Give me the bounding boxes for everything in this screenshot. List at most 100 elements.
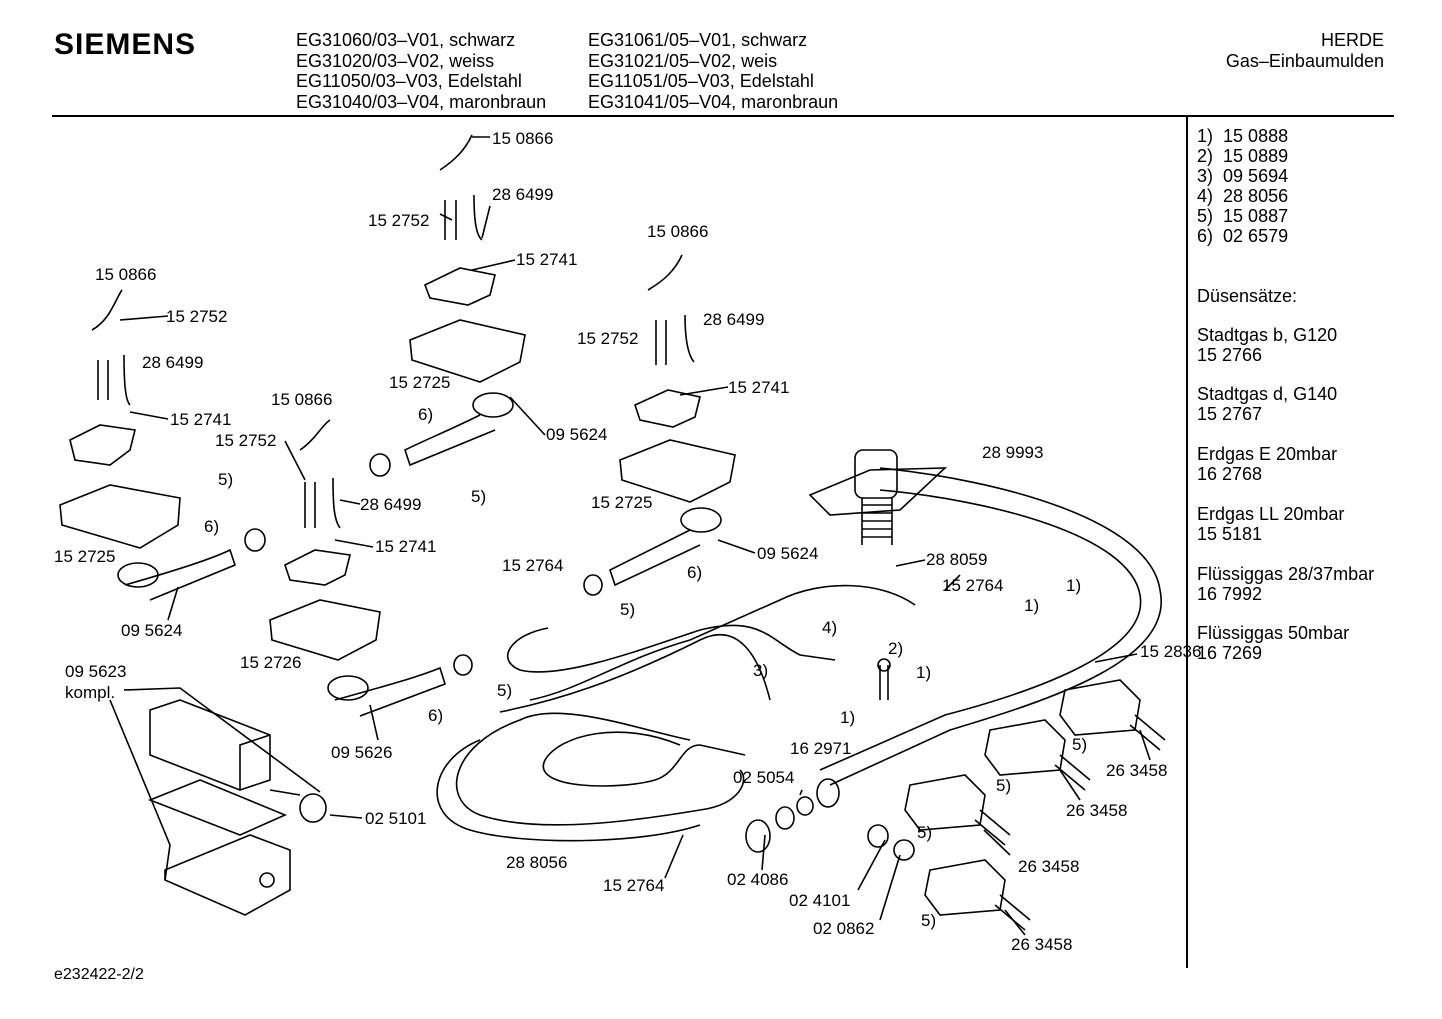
- footnote-part: 28 8056: [1223, 186, 1289, 206]
- callout-label: kompl.: [65, 683, 116, 702]
- callout-label: 15 2741: [375, 537, 437, 556]
- callout-label: 15 2741: [728, 378, 790, 397]
- nozzle-gas: Flüssiggas 28/37mbar: [1197, 564, 1375, 584]
- callout-label: 15 2836: [1140, 642, 1202, 661]
- callout-label: 09 5626: [331, 743, 393, 762]
- callout-label: 1): [916, 663, 932, 682]
- nozzle-part: 15 2767: [1197, 404, 1263, 424]
- footnote-marker: 5): [1197, 206, 1214, 226]
- callout-label: 26 3458: [1106, 761, 1168, 780]
- nozzle-part: 16 2768: [1197, 464, 1263, 484]
- callout-label: 1): [1066, 576, 1082, 595]
- callout-label: 28 8056: [506, 853, 568, 872]
- burner-assembly-center: [404, 134, 526, 467]
- nozzle-gas: Flüssiggas 50mbar: [1197, 623, 1350, 643]
- footnote-marker: 4): [1197, 186, 1214, 206]
- callout-label: 26 3458: [1066, 801, 1128, 820]
- footnote-marker: 1): [1197, 126, 1214, 146]
- callout-label: 28 6499: [142, 353, 204, 372]
- callout-label: 15 2725: [389, 373, 451, 392]
- burner-assembly-right: [609, 254, 736, 587]
- callout-label: 6): [418, 405, 434, 424]
- model-line: EG31060/03–V01, schwarz: [296, 30, 516, 50]
- callout-label: 09 5624: [757, 544, 819, 563]
- callout-label: 15 0866: [647, 222, 709, 241]
- nozzle-set: Stadtgas d, G140 15 2767: [1197, 384, 1337, 424]
- gas-manifold-pipe: [816, 467, 1163, 808]
- nozzle-gas: Stadtgas d, G140: [1197, 384, 1338, 404]
- model-line: EG31061/05–V01, schwarz: [588, 30, 808, 50]
- callout-label: 15 2725: [591, 493, 653, 512]
- callout-label: 15 0866: [95, 265, 157, 284]
- callout-label: 5): [996, 776, 1012, 795]
- callout-label: 6): [204, 517, 220, 536]
- nozzle-set: Flüssiggas 28/37mbar 16 7992: [1197, 564, 1374, 604]
- callout-label: 15 2752: [577, 329, 639, 348]
- nozzle-gas: Erdgas LL 20mbar: [1197, 504, 1345, 524]
- callout-label: 15 2752: [215, 431, 277, 450]
- nozzle-set: Stadtgas b, G120 15 2766: [1197, 325, 1337, 365]
- model-line: EG11050/03–V03, Edelstahl: [296, 71, 522, 92]
- ignition-unit: [109, 687, 327, 916]
- callout-label: 28 6499: [492, 185, 554, 204]
- callout-label: 15 2764: [942, 576, 1004, 595]
- callout-label: 15 2741: [170, 410, 232, 429]
- gas-supply-tubes: [436, 584, 916, 842]
- model-list-1: EG31060/03–V01, schwarz EG31020/03–V02, …: [296, 30, 546, 113]
- callout-label: 1): [840, 708, 856, 727]
- callout-label: 6): [687, 563, 703, 582]
- header-divider: [52, 115, 1394, 117]
- nozzle-part: 15 5181: [1197, 524, 1263, 544]
- gas-connector-fitting: [808, 449, 948, 545]
- callout-label: 1): [1024, 596, 1040, 615]
- callout-label: 15 2764: [603, 876, 665, 895]
- callout-label: 15 0866: [271, 390, 333, 409]
- model-line: EG31040/03–V04, maronbraun: [296, 92, 547, 113]
- nozzle-set: Erdgas LL 20mbar 15 5181: [1197, 504, 1344, 544]
- callout-label: 2): [888, 639, 904, 658]
- burner-assembly-center-left: [269, 419, 446, 717]
- footnote-marker: 6): [1197, 226, 1214, 246]
- footnote-part: 15 0888: [1223, 126, 1289, 146]
- callout-label: 28 6499: [360, 495, 422, 514]
- callout-label: 28 8059: [926, 550, 988, 569]
- callout-label: 15 2752: [166, 307, 228, 326]
- callout-label: 15 2725: [54, 547, 116, 566]
- callout-label: 09 5624: [546, 425, 608, 444]
- footnote-marker: 3): [1197, 166, 1214, 186]
- callout-label: 15 2764: [502, 556, 564, 575]
- footnote-part: 09 5694: [1223, 166, 1289, 186]
- nozzle-set: Erdgas E 20mbar 16 2768: [1197, 444, 1337, 484]
- callout-label: 15 2752: [368, 211, 430, 230]
- callout-label: 09 5623: [65, 662, 127, 681]
- nozzle-set: Flüssiggas 50mbar 16 7269: [1197, 623, 1349, 663]
- footnote-part: 15 0887: [1223, 206, 1289, 226]
- callout-label: 4): [822, 618, 838, 637]
- callout-label: 02 0862: [813, 919, 875, 938]
- gas-valve-4: [924, 859, 1031, 931]
- pipe-fittings: [244, 453, 915, 861]
- gas-valve-3: [904, 774, 1011, 846]
- footnote-part: 15 0889: [1223, 146, 1289, 166]
- model-list-2: EG31061/05–V01, schwarz EG31021/05–V02, …: [588, 30, 838, 113]
- callout-label: 5): [218, 470, 234, 489]
- callout-label: 26 3458: [1011, 935, 1073, 954]
- exploded-view-drawing: [59, 134, 1166, 936]
- category-title: HERDE: [1320, 30, 1384, 50]
- callout-label: 5): [620, 600, 636, 619]
- nozzle-part: 15 2766: [1197, 345, 1263, 365]
- callout-label: 28 9993: [982, 443, 1044, 462]
- model-line: EG31020/03–V02, weiss: [296, 50, 495, 71]
- burner-assembly-left: [59, 289, 236, 601]
- footnote-list: 1) 15 0888 2) 15 0889 3) 09 5694 4) 28 8…: [1197, 126, 1288, 246]
- callout-label: 15 2741: [516, 250, 578, 269]
- callout-label: 09 5624: [121, 621, 183, 640]
- nozzle-part: 16 7992: [1197, 584, 1263, 604]
- sidebar-divider: [1186, 117, 1188, 968]
- callout-label: 02 4101: [789, 891, 851, 910]
- model-line: EG31021/05–V02, weis: [588, 50, 778, 71]
- callout-label: 16 2971: [790, 739, 852, 758]
- nozzle-gas: Erdgas E 20mbar: [1197, 444, 1338, 464]
- callout-label: 5): [497, 681, 513, 700]
- callout-label: 3): [753, 661, 769, 680]
